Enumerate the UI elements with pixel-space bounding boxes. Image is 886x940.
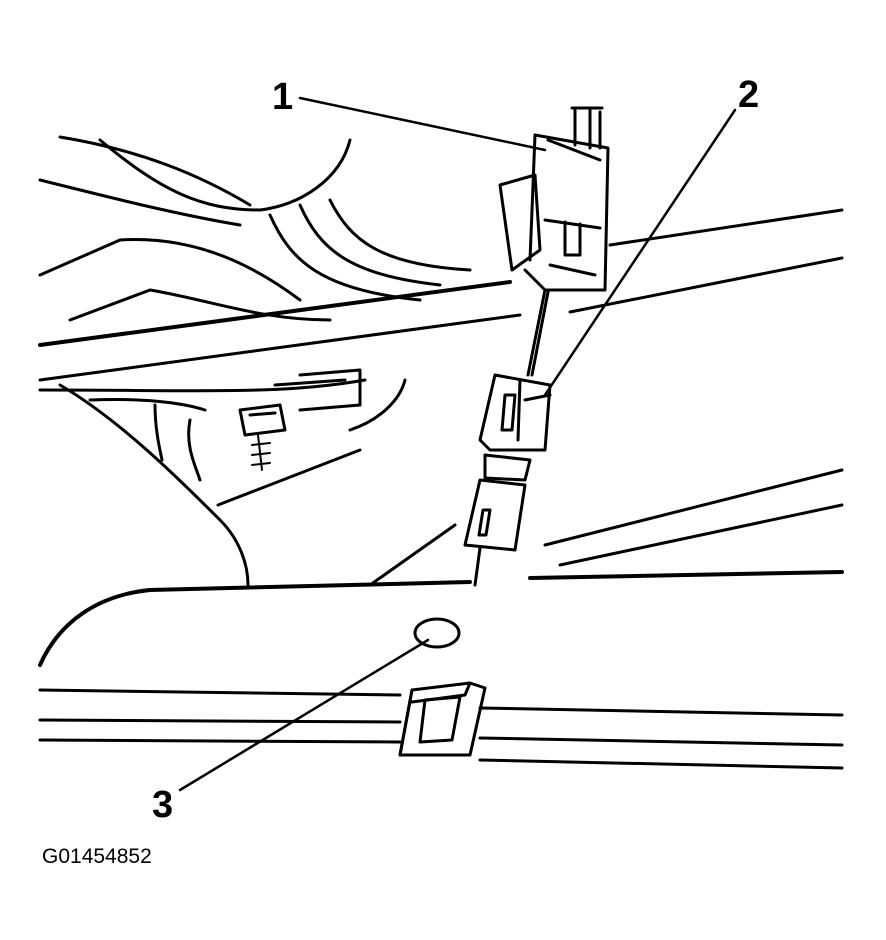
- lower-body-panel: [58, 368, 407, 587]
- bolt: [238, 403, 287, 471]
- harness-clip: [398, 681, 487, 757]
- mounting-hole: [413, 617, 461, 649]
- leader-line-3: [178, 638, 430, 792]
- connector-2: [463, 373, 552, 552]
- side-sill-lines: [368, 468, 844, 587]
- callout-label-1: 1: [272, 76, 294, 118]
- leader-line-1: [298, 96, 547, 152]
- harness-wire: [473, 288, 550, 587]
- cross-beams: [38, 208, 844, 393]
- leader-line-2: [543, 108, 737, 397]
- callout-label-2: 2: [738, 74, 760, 116]
- connector-1: [498, 106, 610, 292]
- figure-code: G01454852: [42, 845, 152, 868]
- upper-trim-panel: [38, 135, 472, 322]
- callout-label-3: 3: [152, 784, 174, 826]
- leader-lines: [178, 96, 737, 792]
